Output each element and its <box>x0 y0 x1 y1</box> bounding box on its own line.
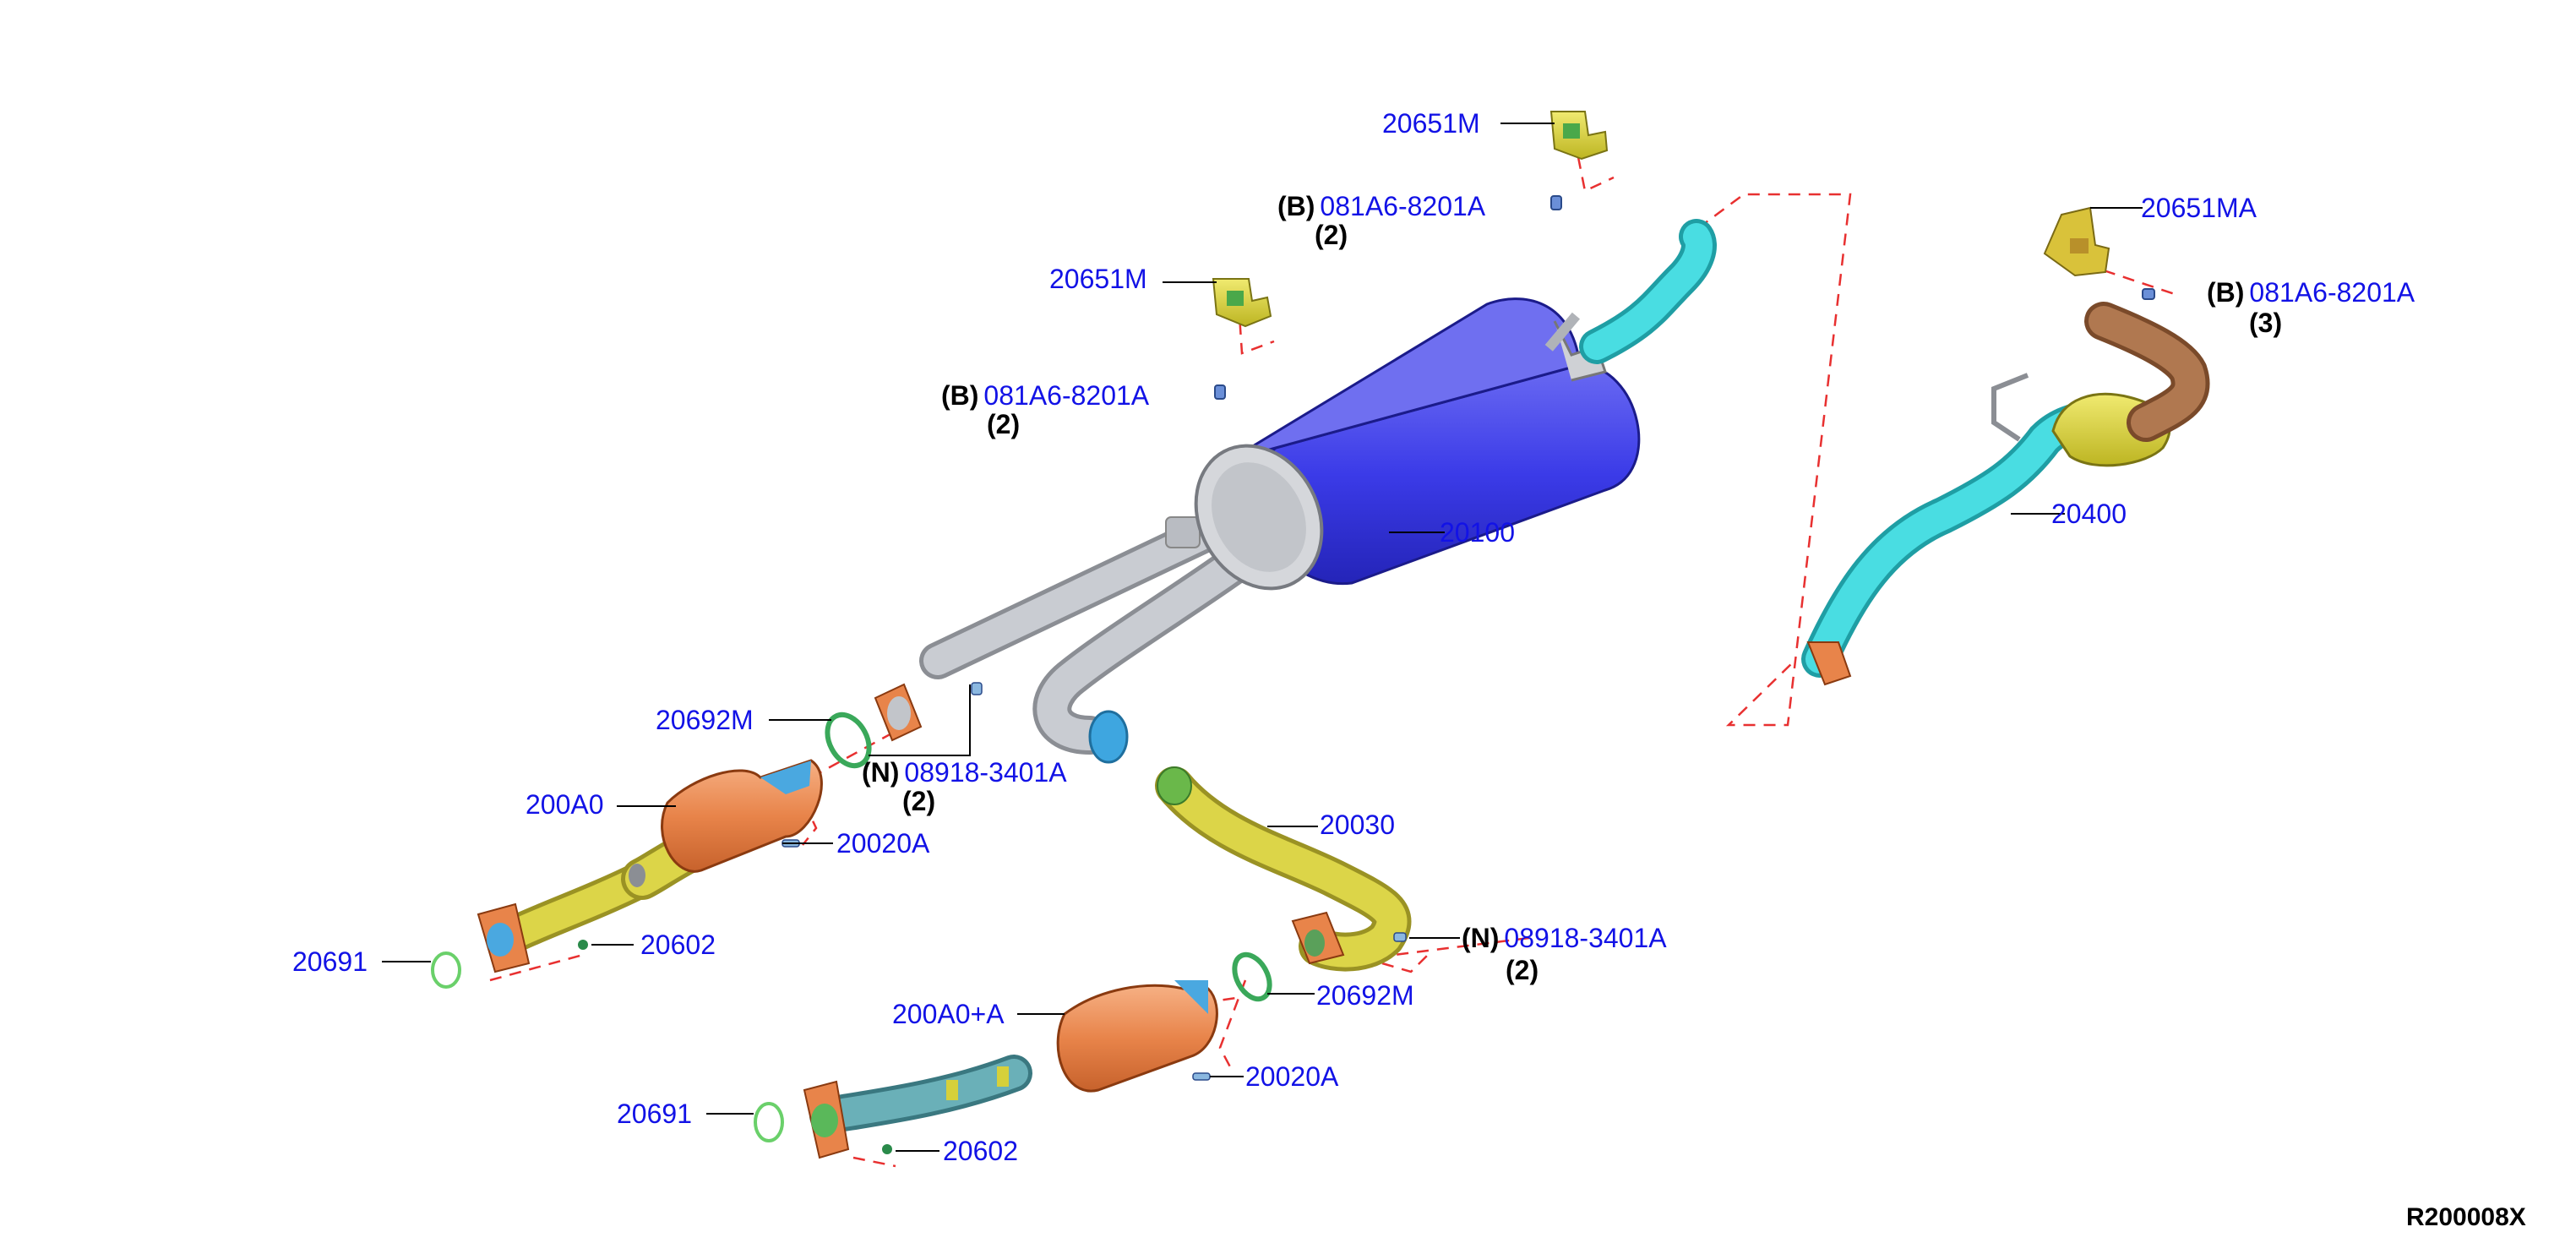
leader-lines <box>382 123 2143 1152</box>
part-label-bolt-mid[interactable]: (B)081A6-8201A <box>941 380 1150 411</box>
gaskets <box>431 712 1272 1142</box>
part-label-200a0[interactable]: 200A0 <box>526 789 604 820</box>
part-label-20100[interactable]: 20100 <box>1440 517 1515 548</box>
front-pipe <box>1155 766 1412 972</box>
hanger-bracket-upper <box>1549 111 1609 161</box>
flange-upper <box>874 683 923 742</box>
part-label-20692m-lower[interactable]: 20692M <box>1316 980 1414 1011</box>
center-pipe <box>919 514 1287 764</box>
bolts-b <box>1214 195 2155 400</box>
part-label-20691-lower[interactable]: 20691 <box>617 1099 692 1129</box>
guide-lines <box>489 156 2181 1168</box>
part-label-bolt-upper[interactable]: (B)081A6-8201A <box>1277 191 1486 221</box>
tail-pipe-assembly <box>1801 302 2210 686</box>
qty-nut-lower: (2) <box>1506 955 1539 985</box>
part-label-20651m-upper[interactable]: 20651M <box>1382 108 1480 139</box>
part-label-20691-upper[interactable]: 20691 <box>292 946 368 977</box>
diagram-code: R200008X <box>2406 1203 2526 1231</box>
part-label-20651m-mid[interactable]: 20651M <box>1049 264 1147 294</box>
part-label-bolt-right[interactable]: (B)081A6-8201A <box>2207 277 2415 308</box>
converter-lower <box>803 980 1218 1159</box>
part-label-20020a-upper[interactable]: 20020A <box>836 828 930 859</box>
part-label-nut-upper[interactable]: (N)08918-3401A <box>862 757 1067 788</box>
hanger-bracket-right <box>2043 206 2110 277</box>
part-label-200a0-a[interactable]: 200A0+A <box>892 999 1005 1029</box>
part-label-20651ma[interactable]: 20651MA <box>2141 193 2257 223</box>
muffler <box>1194 297 1641 591</box>
converter-upper <box>477 759 823 973</box>
part-label-20020a-lower[interactable]: 20020A <box>1245 1061 1339 1092</box>
hanger-bracket-mid <box>1212 278 1272 328</box>
qty-nut-upper: (2) <box>902 786 936 816</box>
part-label-20400[interactable]: 20400 <box>2051 499 2127 529</box>
part-label-20030[interactable]: 20030 <box>1320 810 1395 840</box>
muffler-tail-pipe <box>1579 219 1717 364</box>
part-label-nut-lower[interactable]: (N)08918-3401A <box>1462 923 1667 953</box>
part-label-20602-lower[interactable]: 20602 <box>943 1136 1018 1166</box>
qty-bolt-mid: (2) <box>987 409 1021 439</box>
qty-bolt-upper: (2) <box>1315 220 1348 250</box>
part-label-20602-upper[interactable]: 20602 <box>640 930 716 960</box>
qty-bolt-right: (3) <box>2249 308 2283 338</box>
part-label-20692m-upper[interactable]: 20692M <box>656 705 754 735</box>
